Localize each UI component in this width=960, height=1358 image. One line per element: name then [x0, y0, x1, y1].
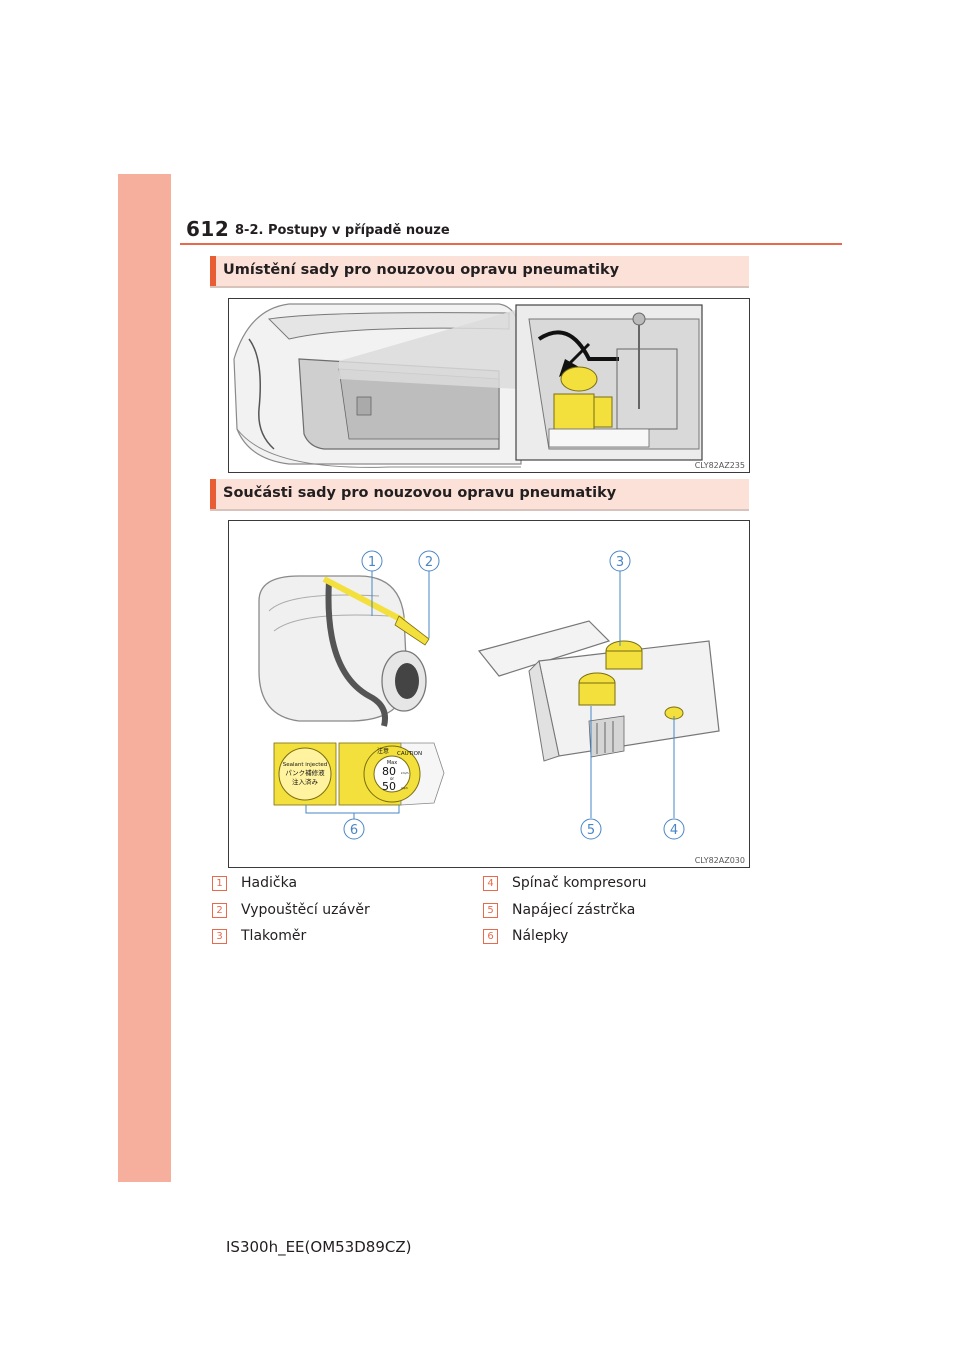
legend-label: Hadička: [241, 875, 297, 891]
legend-item: 6 Nálepky: [483, 926, 568, 946]
legend-label: Nálepky: [512, 928, 568, 944]
callout-5: 5: [587, 823, 595, 838]
trunk-illustration: [229, 299, 749, 472]
callout-3: 3: [616, 555, 624, 570]
callout-4: 4: [670, 823, 678, 838]
legend-item: 5 Napájecí zástrčka: [483, 900, 635, 920]
figure-code-2: CLY82AZ030: [695, 856, 745, 865]
legend-item: 1 Hadička: [212, 873, 297, 893]
figure-code-1: CLY82AZ235: [695, 461, 745, 470]
legend-label: Spínač kompresoru: [512, 875, 647, 891]
kit-components-figure: Sealant injected パンク補修液 注入済み 注意 CAUTION …: [228, 520, 750, 868]
side-color-strip: [118, 174, 171, 1182]
sticker-text-jp2: 注入済み: [292, 777, 319, 786]
sticker-text-mph: mph: [401, 786, 408, 790]
trunk-location-figure: CLY82AZ235: [228, 298, 750, 473]
page-number: 612: [186, 217, 229, 241]
section-title-location: Umístění sady pro nouzovou opravu pneuma…: [223, 262, 619, 278]
section-heading: 8-2. Postupy v případě nouze: [235, 223, 450, 238]
legend-label: Tlakoměr: [241, 928, 306, 944]
legend-number-badge: 4: [483, 876, 498, 891]
sticker-text-kmh: km/h: [401, 771, 409, 775]
legend-item: 2 Vypouštěcí uzávěr: [212, 900, 370, 920]
sticker-text-sealant: Sealant injected: [283, 762, 328, 768]
legend-item: 4 Spínač kompresoru: [483, 873, 647, 893]
header-divider: [180, 243, 842, 245]
legend-label: Napájecí zástrčka: [512, 902, 635, 918]
section-title-bar-location: Umístění sady pro nouzovou opravu pneuma…: [210, 256, 749, 288]
sticker-text-jp1: パンク補修液: [285, 768, 325, 777]
sticker-text-caution: CAUTION: [397, 751, 422, 757]
callout-1: 1: [368, 555, 376, 570]
legend-number-badge: 3: [212, 929, 227, 944]
footer-model-code: IS300h_EE(OM53D89CZ): [226, 1238, 411, 1256]
legend-number-badge: 2: [212, 903, 227, 918]
callout-6: 6: [350, 823, 358, 838]
sticker-text-chui: 注意: [377, 747, 389, 755]
section-title-components: Součásti sady pro nouzovou opravu pneuma…: [223, 485, 616, 501]
sticker-text-50: 50: [382, 780, 396, 793]
section-title-bar-components: Součásti sady pro nouzovou opravu pneuma…: [210, 479, 749, 511]
legend-number-badge: 1: [212, 876, 227, 891]
title-bar-accent: [210, 479, 216, 509]
title-bar-accent: [210, 256, 216, 286]
legend-item: 3 Tlakoměr: [212, 926, 306, 946]
legend-label: Vypouštěcí uzávěr: [241, 902, 370, 918]
kit-illustration: Sealant injected パンク補修液 注入済み 注意 CAUTION …: [229, 521, 749, 867]
legend-number-badge: 6: [483, 929, 498, 944]
legend-number-badge: 5: [483, 903, 498, 918]
callout-2: 2: [425, 555, 433, 570]
